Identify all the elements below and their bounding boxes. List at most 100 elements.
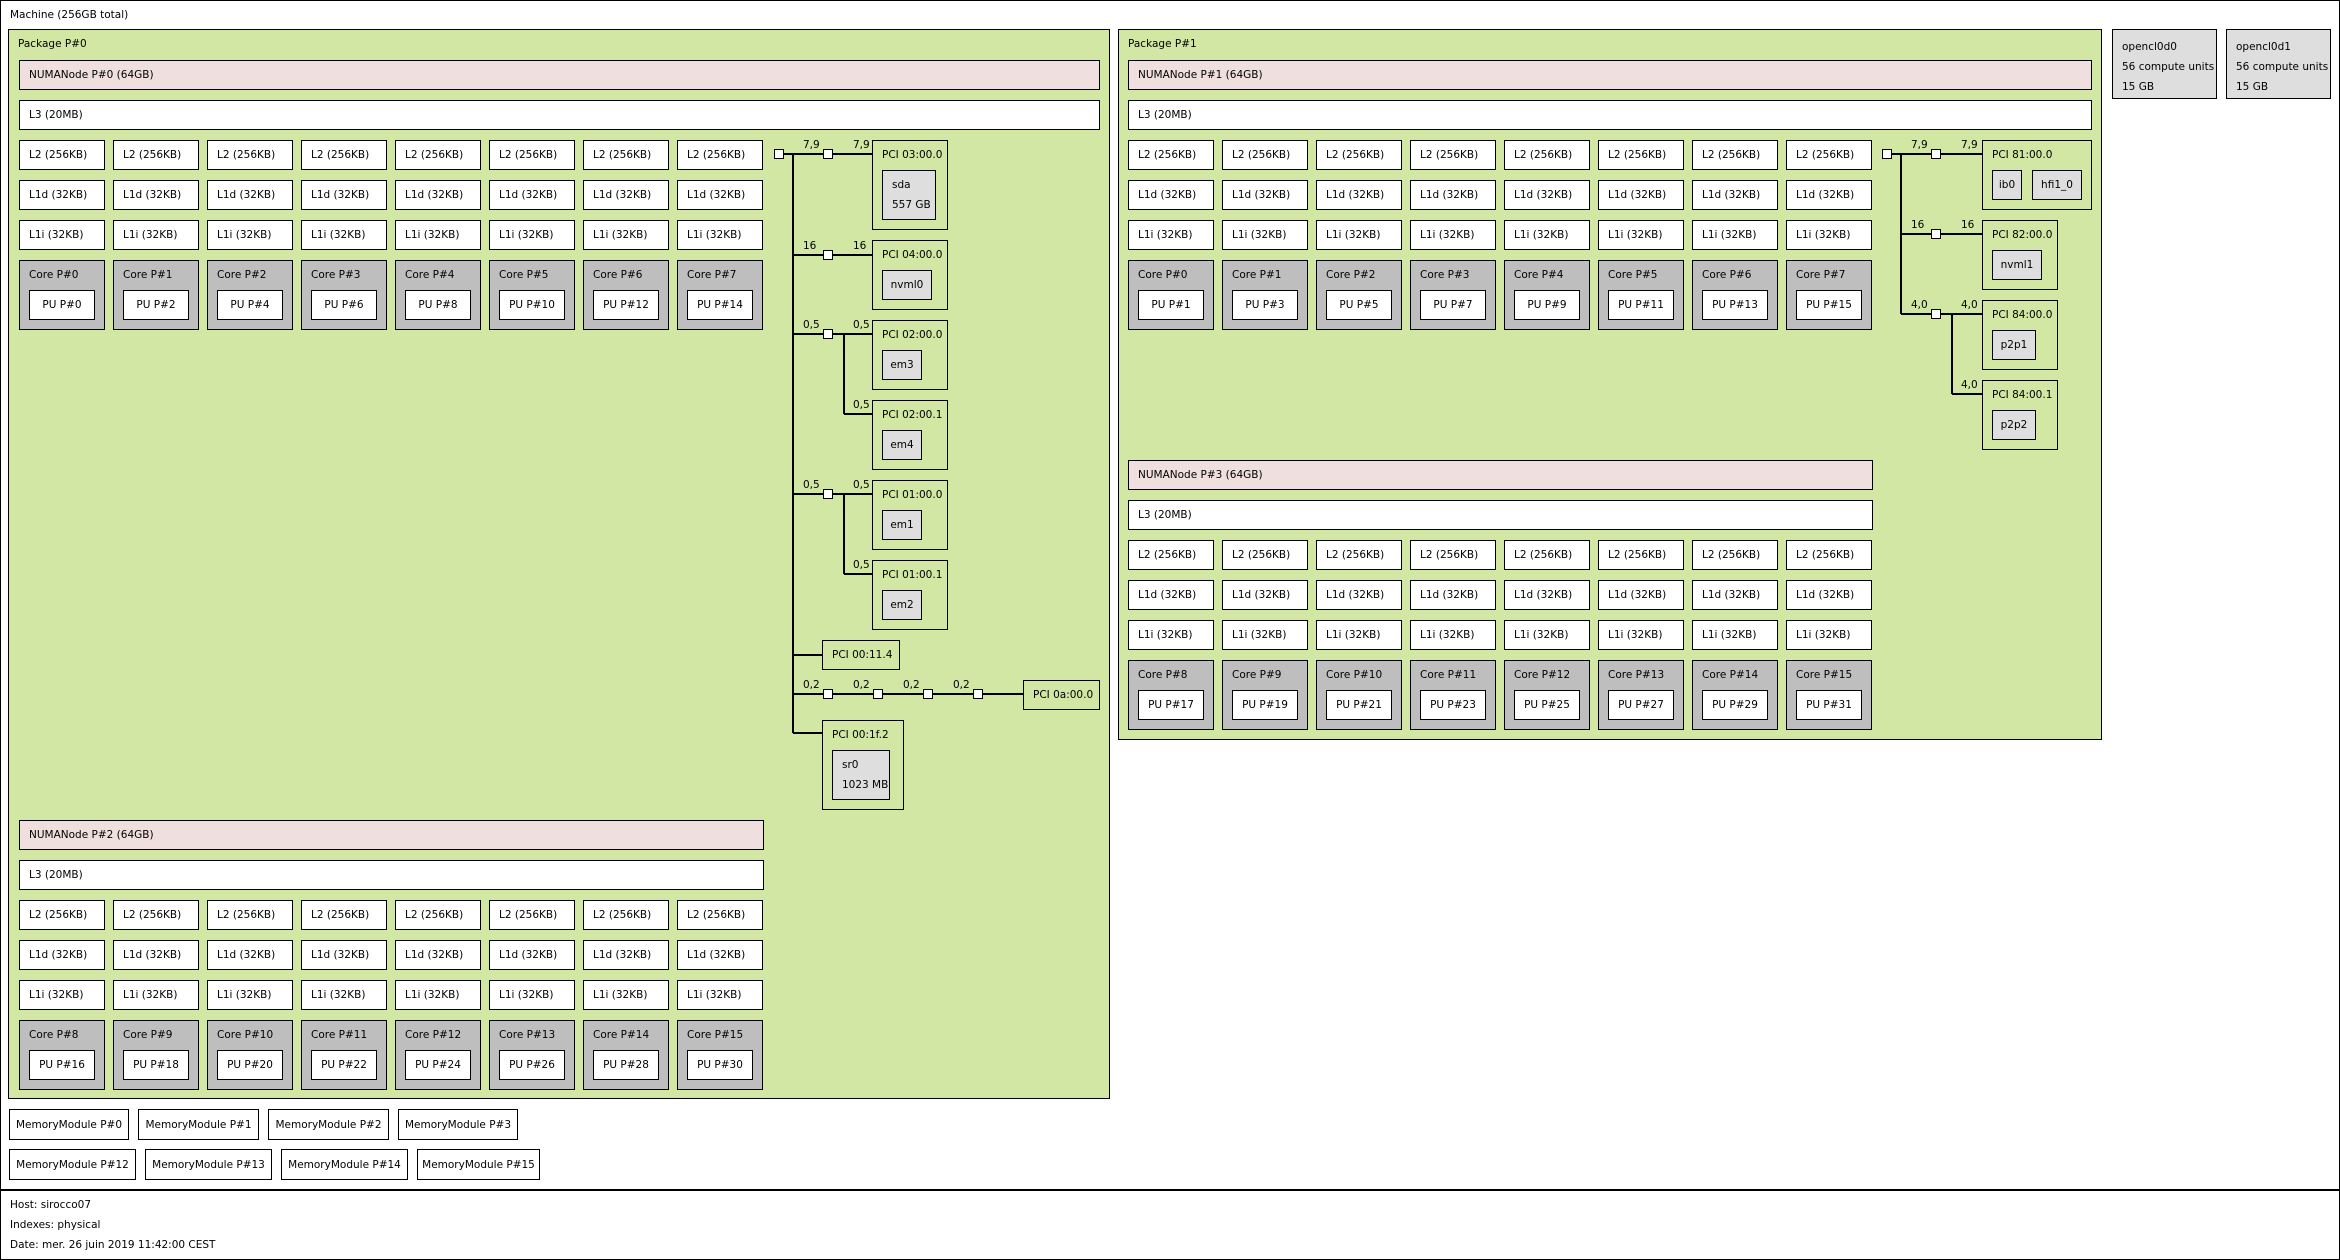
processing-unit: PU P#23 [1420, 690, 1486, 720]
processing-unit: PU P#22 [311, 1050, 377, 1080]
l1i-cache: L1i (32KB) [1786, 220, 1872, 250]
pu-label: PU P#4 [230, 299, 270, 311]
pci-link-line [844, 573, 872, 575]
numa-node: NUMANode P#0 (64GB) [19, 60, 1100, 90]
l2-cache: L2 (256KB) [489, 900, 575, 930]
l1i-cache-label: L1i (32KB) [1138, 629, 1193, 641]
l1d-cache-label: L1d (32KB) [499, 189, 558, 201]
os-device: em4 [882, 430, 922, 460]
l1d-cache: L1d (32KB) [207, 180, 293, 210]
coprocessor-memory: 15 GB [2236, 81, 2269, 93]
memory-module: MemoryModule P#3 [398, 1109, 518, 1140]
l2-cache-label: L2 (256KB) [1702, 549, 1761, 561]
coprocessor-units: 56 compute units [2236, 61, 2329, 73]
l2-cache-label: L2 (256KB) [311, 149, 370, 161]
core-label: Core P#7 [687, 269, 737, 281]
memory-module-label: MemoryModule P#14 [288, 1158, 401, 1171]
l1d-cache-label: L1d (32KB) [1138, 589, 1197, 601]
l1d-cache-label: L1d (32KB) [1608, 589, 1667, 601]
l1d-cache-label: L1d (32KB) [29, 949, 88, 961]
pu-label: PU P#16 [39, 1059, 85, 1071]
pci-link-speed: 7,9 [853, 139, 870, 151]
l2-cache: L2 (256KB) [677, 900, 763, 930]
pci-link-line [793, 693, 828, 695]
l2-cache-label: L2 (256KB) [1608, 149, 1667, 161]
l1d-cache: L1d (32KB) [583, 940, 669, 970]
processing-unit: PU P#26 [499, 1050, 565, 1080]
l1i-cache: L1i (32KB) [207, 220, 293, 250]
core-label: Core P#7 [1796, 269, 1846, 281]
pci-link-speed: 0,5 [853, 399, 870, 411]
pu-label: PU P#25 [1524, 699, 1570, 711]
processing-unit: PU P#7 [1420, 290, 1486, 320]
l1d-cache: L1d (32KB) [1504, 580, 1590, 610]
l1d-cache-label: L1d (32KB) [29, 189, 88, 201]
l2-cache-label: L2 (256KB) [499, 909, 558, 921]
pu-label: PU P#6 [324, 299, 364, 311]
l2-cache-label: L2 (256KB) [499, 149, 558, 161]
pci-link-line [883, 693, 928, 695]
pu-label: PU P#7 [1433, 299, 1473, 311]
l2-cache-label: L2 (256KB) [1326, 549, 1385, 561]
pci-device-label: PCI 0a:00.0 [1033, 689, 1094, 701]
processing-unit: PU P#5 [1326, 290, 1392, 320]
core-label: Core P#4 [1514, 269, 1564, 281]
l2-cache-label: L2 (256KB) [593, 149, 652, 161]
processing-unit: PU P#9 [1514, 290, 1580, 320]
os-device-size: 557 GB [892, 199, 931, 211]
pci-link-line [1901, 233, 1936, 235]
pci-link-line [833, 493, 872, 495]
memory-module: MemoryModule P#12 [9, 1149, 136, 1180]
cpu-core: Core P#3 PU P#6 [301, 260, 387, 330]
pci-link-speed: 0,2 [853, 679, 870, 691]
pu-label: PU P#10 [509, 299, 555, 311]
l2-cache: L2 (256KB) [1128, 540, 1214, 570]
l1d-cache-label: L1d (32KB) [1420, 589, 1479, 601]
pci-link-speed: 16 [803, 240, 817, 252]
pci-device-label: PCI 01:00.1 [882, 569, 943, 581]
pci-device-label: PCI 84:00.0 [1992, 309, 2053, 321]
os-device: p2p2 [1992, 410, 2036, 440]
l1d-cache-label: L1d (32KB) [499, 949, 558, 961]
l2-cache: L2 (256KB) [207, 140, 293, 170]
pci-link-speed: 16 [1961, 219, 1975, 231]
l3-cache: L3 (20MB) [1128, 500, 1873, 530]
l2-cache-label: L2 (256KB) [1796, 149, 1855, 161]
os-device: nvml1 [1992, 250, 2042, 280]
processing-unit: PU P#28 [593, 1050, 659, 1080]
l1i-cache: L1i (32KB) [1128, 620, 1214, 650]
numa-node-label: NUMANode P#2 (64GB) [29, 829, 154, 841]
l1i-cache-label: L1i (32KB) [1138, 229, 1193, 241]
core-label: Core P#3 [311, 269, 361, 281]
l3-cache-label: L3 (20MB) [29, 869, 83, 881]
l1i-cache: L1i (32KB) [1504, 220, 1590, 250]
processing-unit: PU P#17 [1138, 690, 1204, 720]
os-device: em1 [882, 510, 922, 540]
l1d-cache: L1d (32KB) [489, 180, 575, 210]
l1d-cache: L1d (32KB) [677, 180, 763, 210]
pu-label: PU P#27 [1618, 699, 1664, 711]
l1d-cache-label: L1d (32KB) [311, 949, 370, 961]
pu-label: PU P#14 [697, 299, 743, 311]
core-label: Core P#13 [1608, 669, 1665, 681]
pci-link-speed: 7,9 [1911, 139, 1928, 151]
l2-cache: L2 (256KB) [1598, 140, 1684, 170]
l2-cache-label: L2 (256KB) [1232, 149, 1291, 161]
l1i-cache: L1i (32KB) [301, 980, 387, 1010]
pci-link-line [843, 334, 845, 414]
l1d-cache: L1d (32KB) [1786, 180, 1872, 210]
processing-unit: PU P#30 [687, 1050, 753, 1080]
processing-unit: PU P#1 [1138, 290, 1204, 320]
l1d-cache: L1d (32KB) [1222, 580, 1308, 610]
l2-cache-label: L2 (256KB) [1232, 549, 1291, 561]
l1i-cache-label: L1i (32KB) [311, 229, 366, 241]
